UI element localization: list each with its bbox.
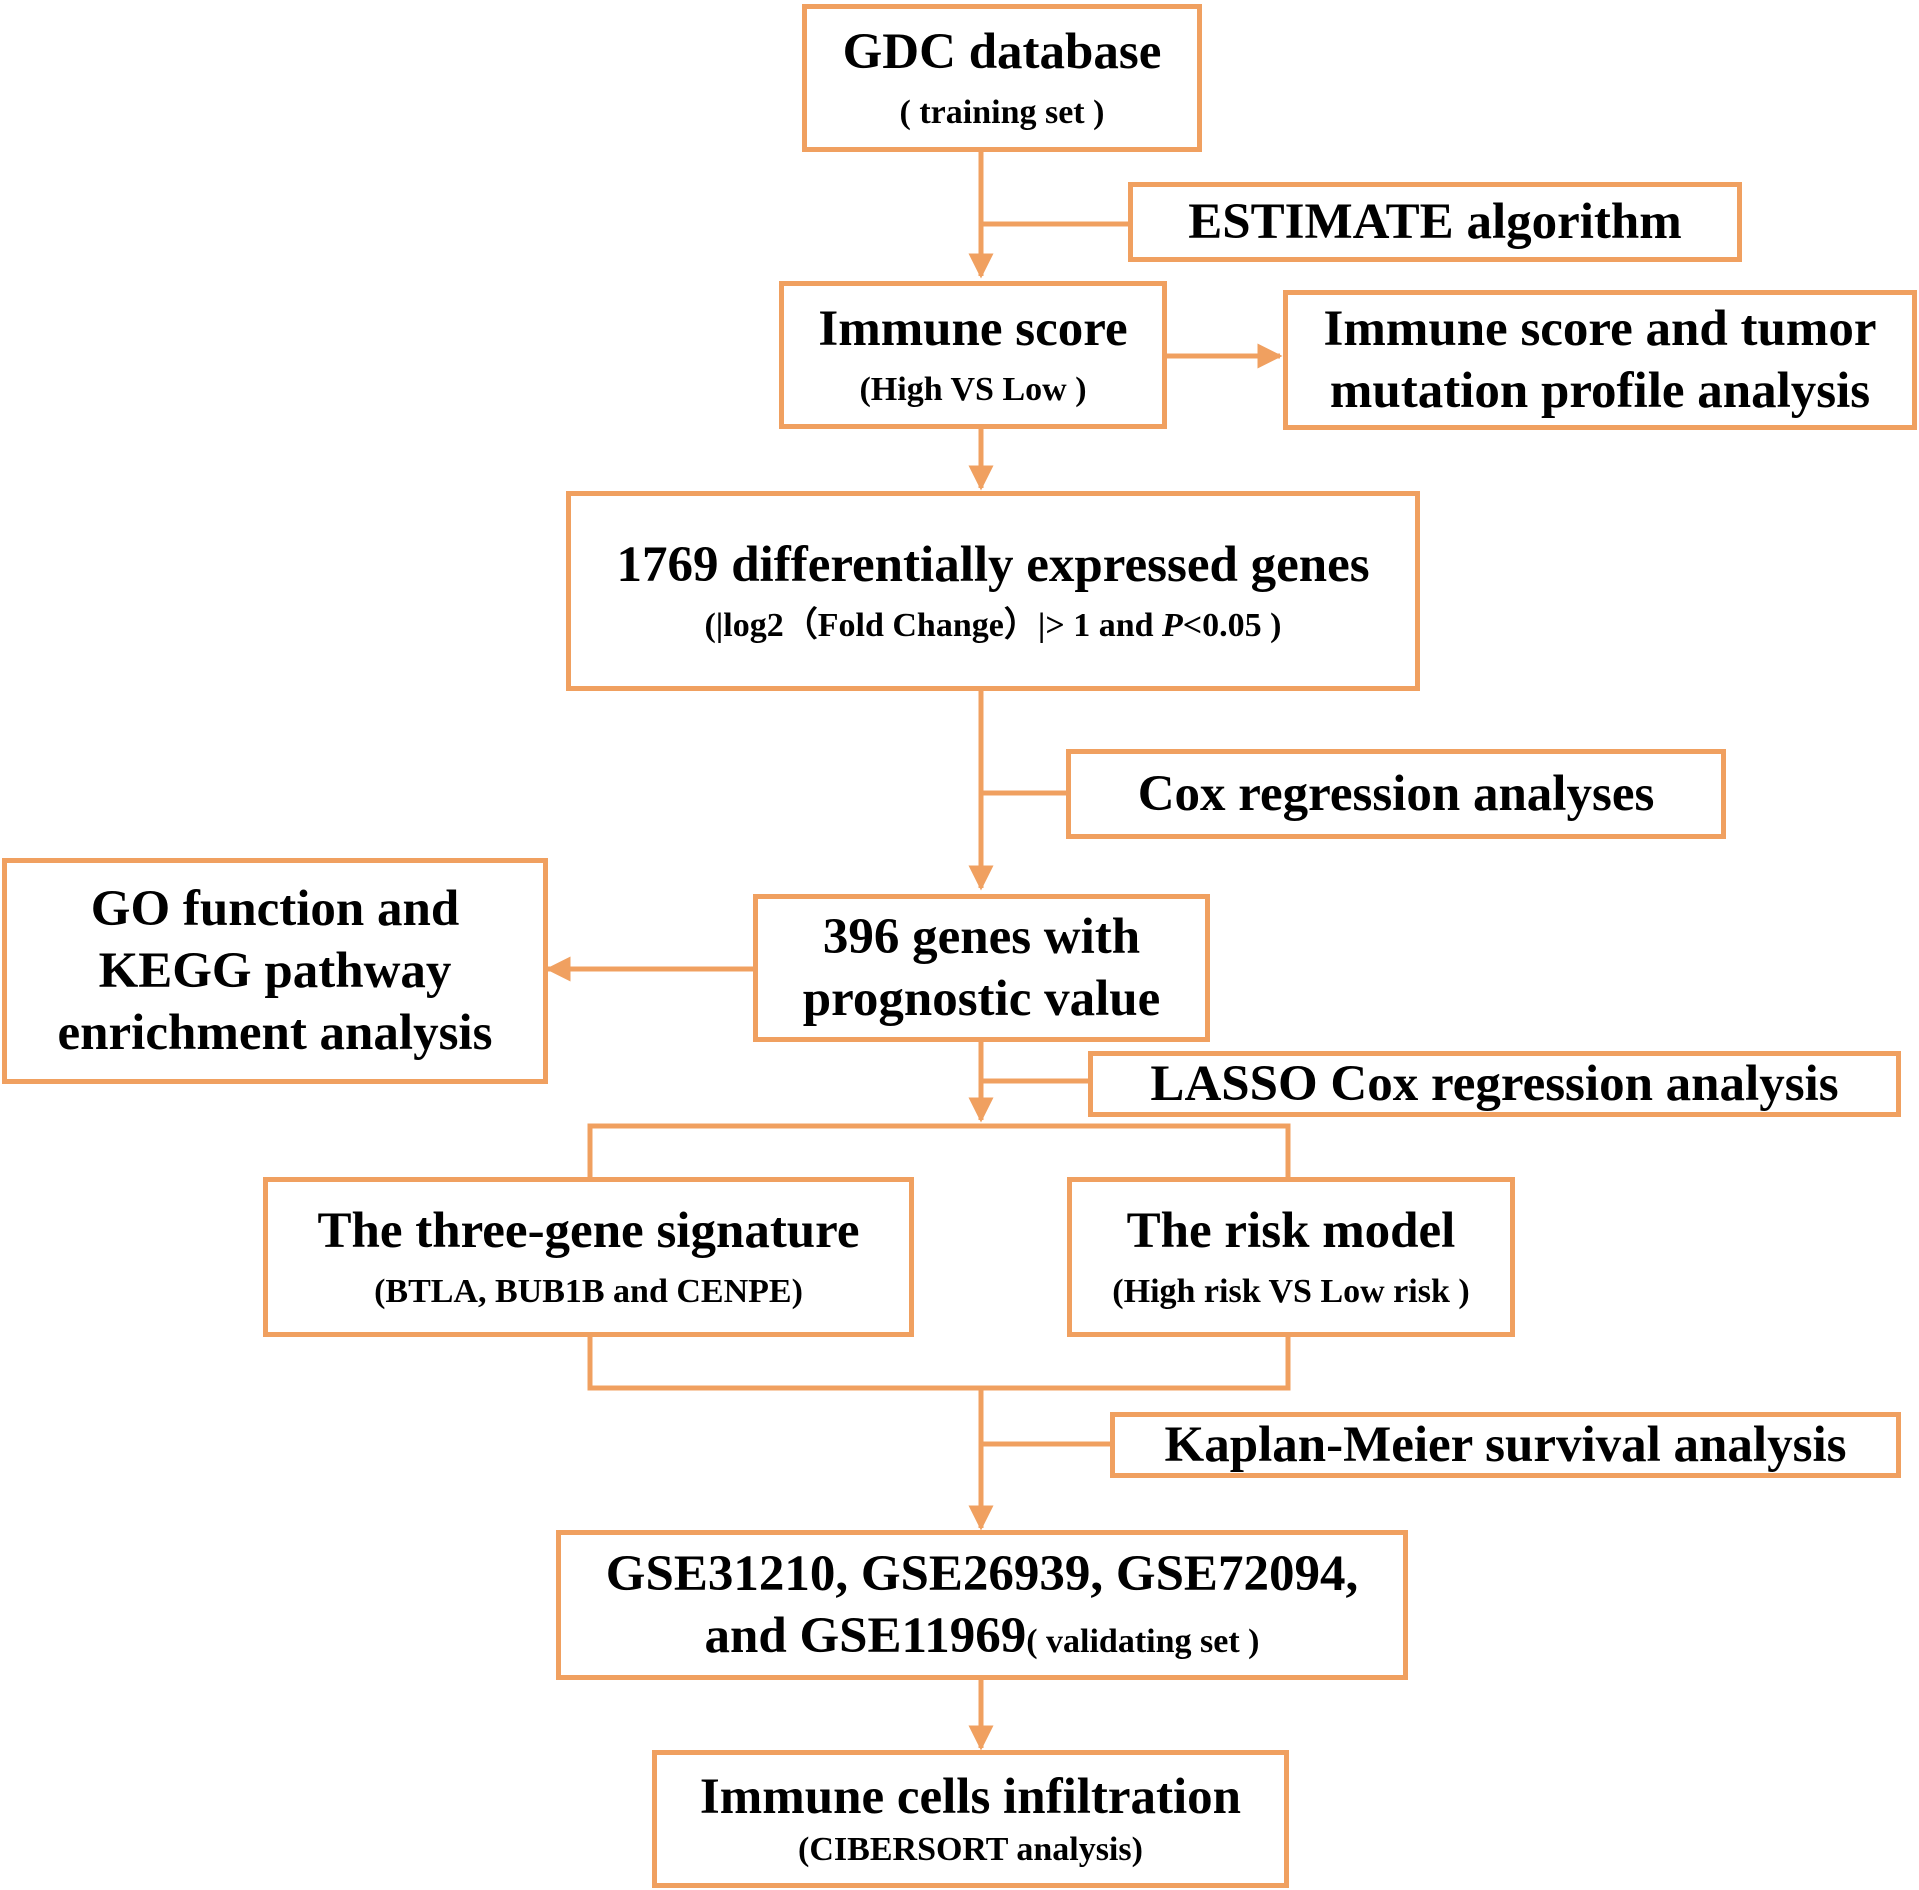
genes396-line1: 396 genes with bbox=[822, 908, 1141, 965]
lasso-label: LASSO Cox regression analysis bbox=[1150, 1055, 1839, 1112]
immune-score-box: Immune score (High VS Low ) bbox=[779, 281, 1167, 429]
risk-model-title: The risk model bbox=[1126, 1202, 1456, 1259]
degs-title: 1769 differentially expressed genes bbox=[616, 536, 1370, 593]
degs-criteria-threshold: <0.05 ) bbox=[1182, 607, 1282, 645]
go-kegg-line1: GO function and bbox=[90, 880, 460, 937]
cox-regression-box: Cox regression analyses bbox=[1066, 749, 1726, 839]
kaplan-meier-label: Kaplan-Meier survival analysis bbox=[1164, 1416, 1847, 1473]
immune-cells-subtitle: (CIBERSORT analysis) bbox=[798, 1831, 1143, 1869]
genes396-box: 396 genes with prognostic value bbox=[753, 894, 1210, 1042]
genes396-line2: prognostic value bbox=[802, 971, 1161, 1027]
risk-model-subtitle: (High risk VS Low risk ) bbox=[1112, 1273, 1470, 1311]
immune-cells-title: Immune cells infiltration bbox=[699, 1768, 1242, 1825]
merge-bracket-bottom bbox=[587, 1337, 1291, 1391]
gdc-database-subtitle: ( training set ) bbox=[899, 94, 1105, 132]
cox-regression-label: Cox regression analyses bbox=[1137, 765, 1655, 822]
signature-genes: (BTLA, BUB1B and CENPE) bbox=[374, 1273, 803, 1311]
gse-line2: and GSE11969( validating set ) bbox=[705, 1605, 1260, 1667]
signature-box: The three-gene signature (BTLA, BUB1B an… bbox=[263, 1177, 914, 1337]
gse-line1: GSE31210, GSE26939, GSE72094, bbox=[605, 1545, 1359, 1602]
mutation-profile-line1: Immune score and tumor bbox=[1323, 300, 1877, 357]
signature-title: The three-gene signature bbox=[317, 1202, 860, 1259]
kaplan-meier-box: Kaplan-Meier survival analysis bbox=[1110, 1412, 1901, 1478]
immune-cells-box: Immune cells infiltration (CIBERSORT ana… bbox=[652, 1750, 1289, 1888]
go-kegg-line3: enrichment analysis bbox=[57, 1005, 493, 1062]
degs-criteria-p: P bbox=[1162, 607, 1183, 645]
immune-score-title: Immune score bbox=[818, 300, 1128, 357]
split-bracket-top bbox=[587, 1123, 1291, 1178]
degs-criteria-text: (|log2（Fold Change）|> 1 and bbox=[704, 607, 1163, 645]
gse-validating-set: ( validating set ) bbox=[1026, 1623, 1260, 1660]
go-kegg-line2: KEGG pathway bbox=[98, 942, 452, 999]
estimate-algorithm-label: ESTIMATE algorithm bbox=[1188, 193, 1682, 250]
gdc-database-title: GDC database bbox=[842, 23, 1162, 80]
degs-criteria: (|log2（Fold Change）|> 1 and P<0.05 ) bbox=[704, 604, 1281, 648]
mutation-profile-box: Immune score and tumor mutation profile … bbox=[1283, 290, 1917, 430]
lasso-box: LASSO Cox regression analysis bbox=[1088, 1051, 1901, 1117]
gdc-database-box: GDC database ( training set ) bbox=[802, 4, 1202, 152]
gse-line2-text: and GSE11969 bbox=[704, 1608, 1027, 1664]
go-kegg-box: GO function and KEGG pathway enrichment … bbox=[2, 858, 548, 1084]
estimate-algorithm-box: ESTIMATE algorithm bbox=[1128, 182, 1742, 262]
gse-validation-box: GSE31210, GSE26939, GSE72094, and GSE119… bbox=[556, 1530, 1408, 1680]
degs-box: 1769 differentially expressed genes (|lo… bbox=[566, 491, 1420, 691]
risk-model-box: The risk model (High risk VS Low risk ) bbox=[1067, 1177, 1515, 1337]
immune-score-subtitle: (High VS Low ) bbox=[859, 371, 1087, 409]
mutation-profile-line2: mutation profile analysis bbox=[1329, 363, 1871, 419]
